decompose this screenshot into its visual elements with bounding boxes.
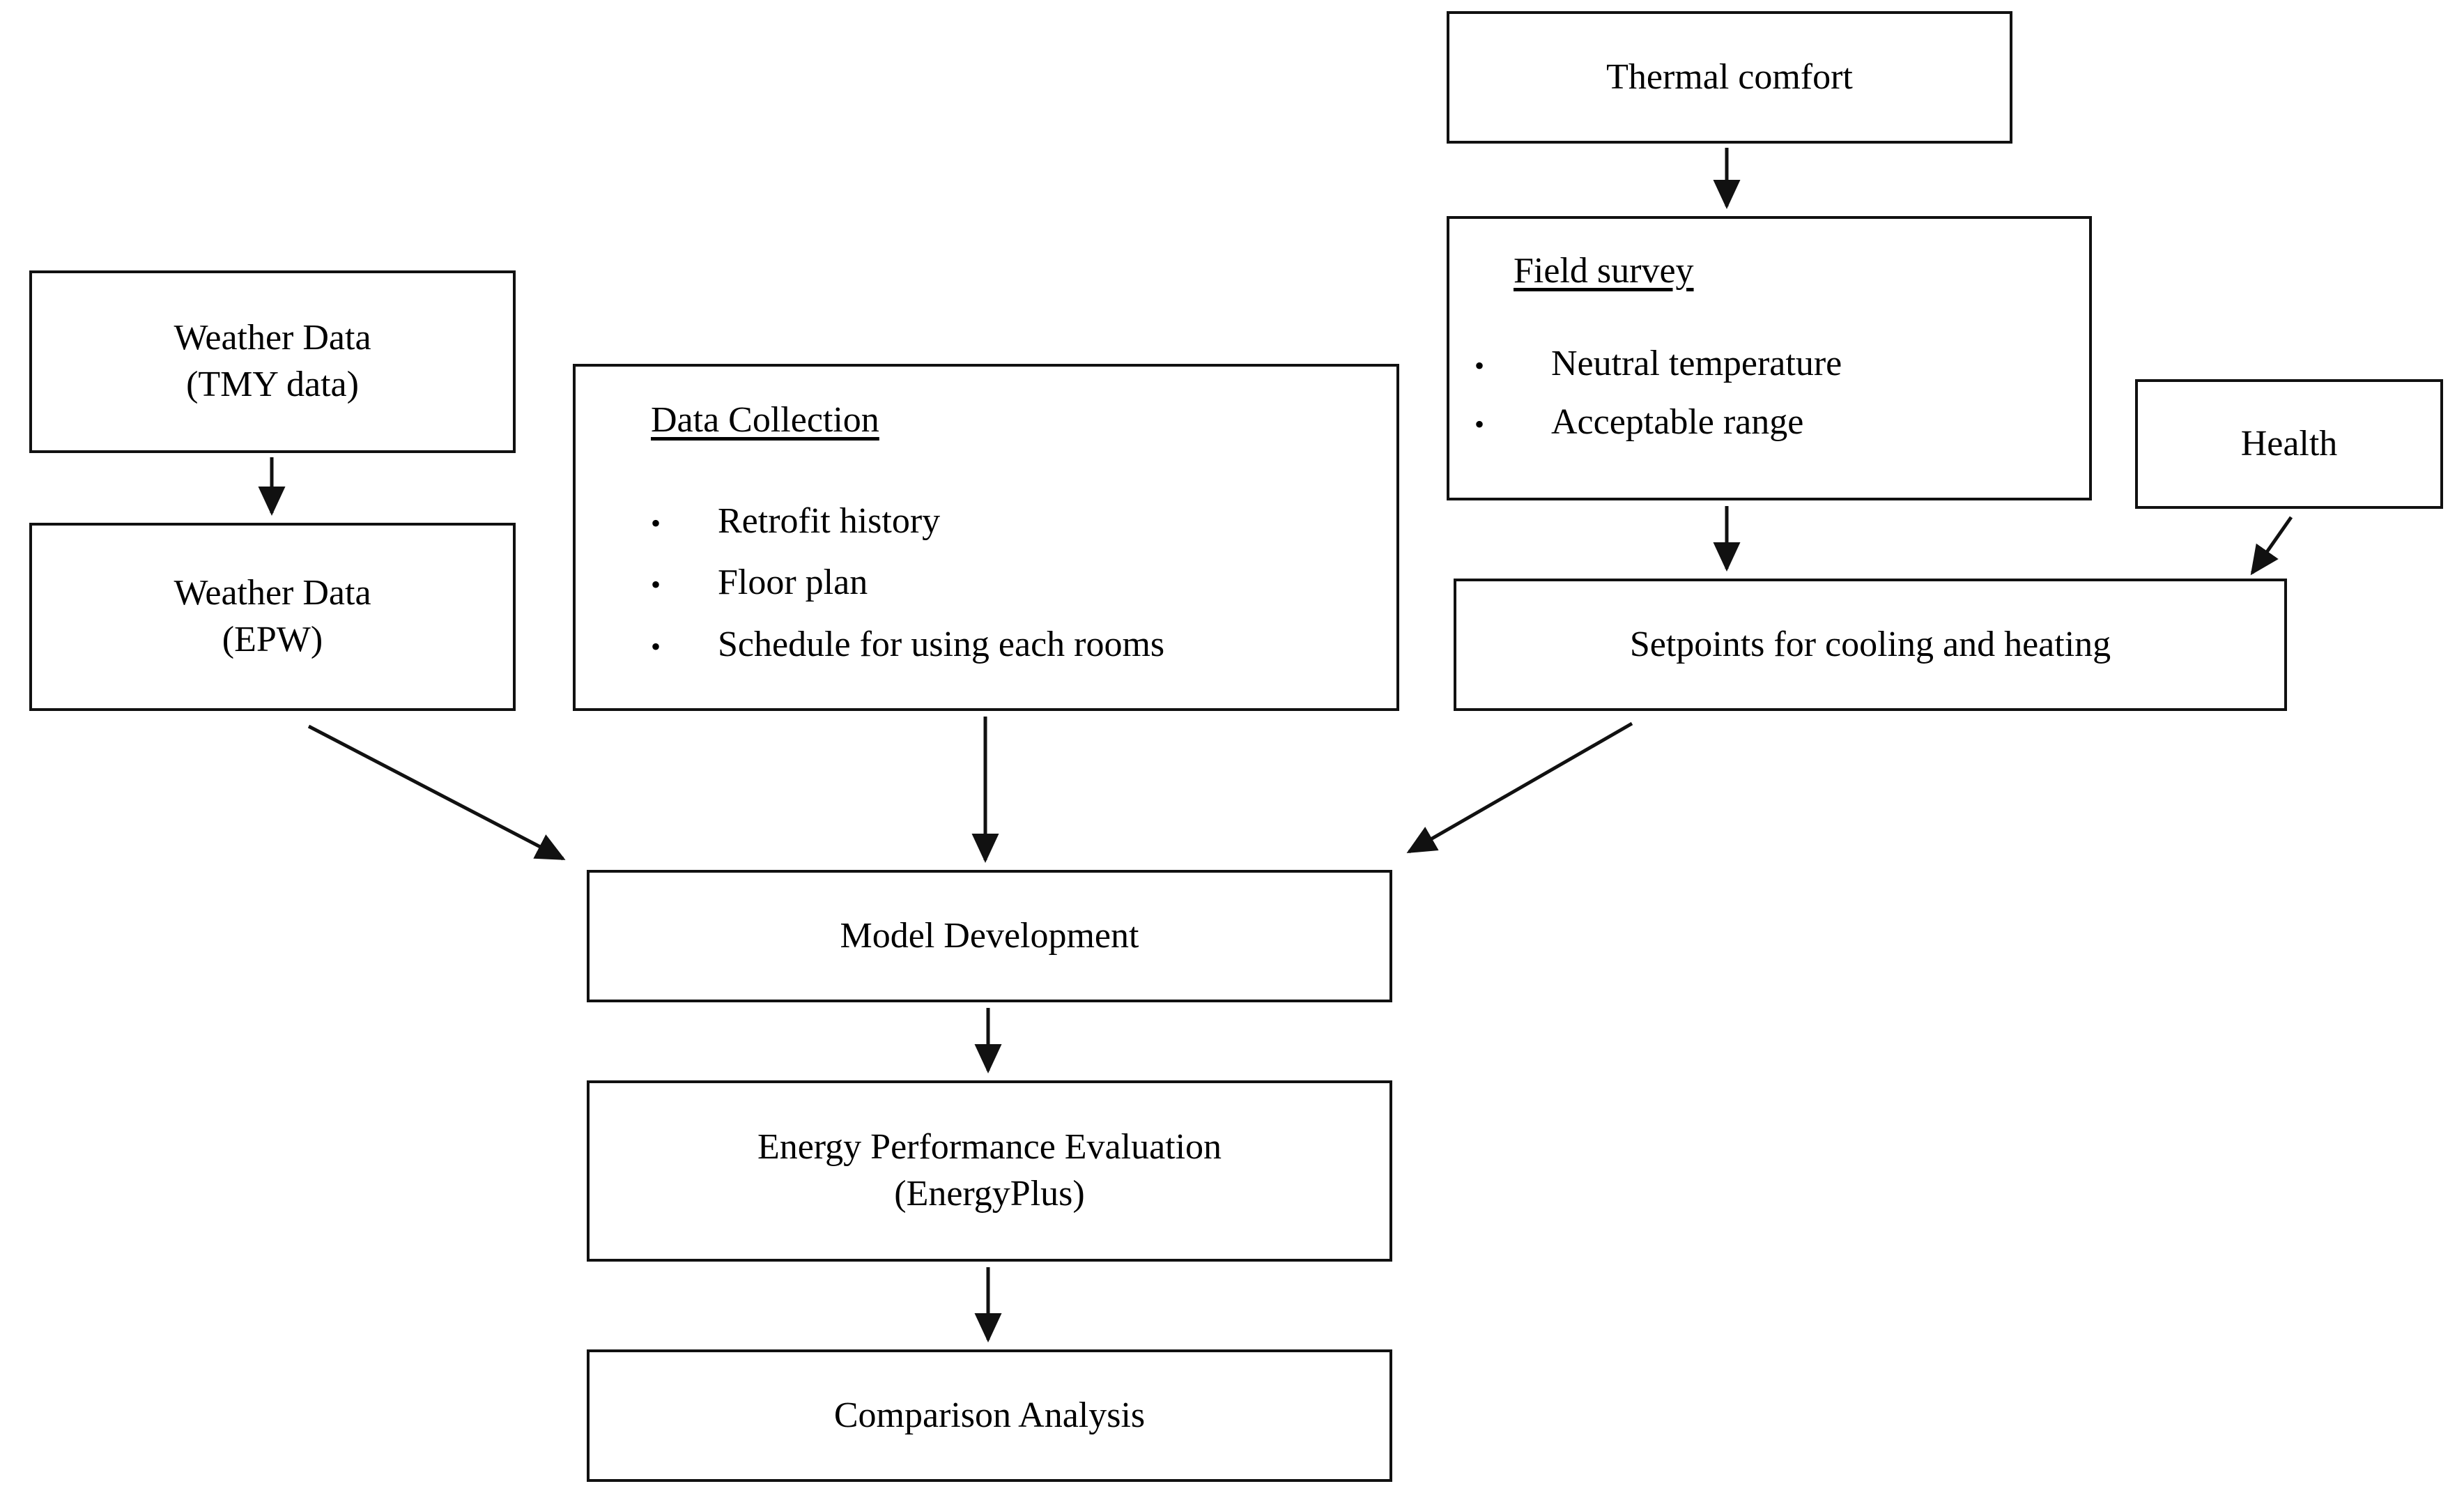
- node-model-development-label: Model Development: [840, 915, 1139, 956]
- list-item-label: Floor plan: [718, 562, 868, 603]
- node-setpoints[interactable]: Setpoints for cooling and heating: [1454, 579, 2287, 711]
- node-weather-data-tmy-line1: Weather Data: [174, 318, 371, 358]
- node-data-collection-heading: Data Collection: [651, 400, 879, 440]
- node-data-collection[interactable]: Data Collection • Retrofit history • Flo…: [573, 364, 1399, 711]
- node-energy-performance-evaluation-line2: (EnergyPlus): [894, 1174, 1085, 1214]
- node-comparison-analysis-label: Comparison Analysis: [833, 1395, 1146, 1435]
- node-weather-data-epw-line2: (EPW): [222, 620, 323, 659]
- bullet-icon: •: [651, 507, 661, 539]
- node-weather-data-tmy-line2: (TMY data): [186, 365, 359, 404]
- list-item-label: Schedule for using each rooms: [718, 624, 1165, 664]
- node-field-survey[interactable]: Field survey • Neutral temperature • Acc…: [1447, 216, 2092, 500]
- node-setpoints-label: Setpoints for cooling and heating: [1629, 624, 2111, 664]
- list-item: • Neutral temperature: [1474, 341, 1842, 388]
- list-item-label: Acceptable range: [1551, 402, 1804, 443]
- node-thermal-comfort-label: Thermal comfort: [1606, 56, 1853, 97]
- bullet-icon: •: [651, 569, 661, 601]
- node-weather-data-epw[interactable]: Weather Data (EPW): [29, 523, 516, 711]
- list-item: • Floor plan: [651, 560, 1164, 606]
- node-weather-data-tmy[interactable]: Weather Data (TMY data): [29, 270, 516, 453]
- node-weather-data-epw-line1: Weather Data: [174, 573, 371, 613]
- node-comparison-analysis[interactable]: Comparison Analysis: [587, 1349, 1392, 1482]
- bullet-icon: •: [651, 630, 661, 662]
- list-item-label: Neutral temperature: [1551, 343, 1842, 383]
- node-thermal-comfort[interactable]: Thermal comfort: [1447, 11, 2012, 144]
- edge-health-to-setpoints: [2250, 516, 2293, 576]
- list-item-label: Retrofit history: [718, 500, 941, 541]
- node-model-development[interactable]: Model Development: [587, 870, 1392, 1002]
- node-energy-performance-evaluation[interactable]: Energy Performance Evaluation (EnergyPlu…: [587, 1080, 1392, 1262]
- node-health[interactable]: Health: [2135, 379, 2443, 509]
- node-health-label: Health: [2240, 423, 2338, 464]
- list-item: • Acceptable range: [1474, 399, 1842, 446]
- list-item: • Schedule for using each rooms: [651, 622, 1164, 668]
- bullet-icon: •: [1474, 349, 1485, 381]
- edge-setpoints-to-model: [1406, 721, 1633, 854]
- node-field-survey-heading: Field survey: [1514, 251, 1694, 291]
- edge-epw-to-model: [307, 724, 566, 861]
- list-item: • Retrofit history: [651, 498, 1164, 545]
- node-energy-performance-evaluation-line1: Energy Performance Evaluation: [757, 1127, 1222, 1168]
- data-collection-bullet-list: • Retrofit history • Floor plan • Schedu…: [651, 498, 1164, 684]
- field-survey-bullet-list: • Neutral temperature • Acceptable range: [1474, 341, 1842, 459]
- bullet-icon: •: [1474, 408, 1485, 441]
